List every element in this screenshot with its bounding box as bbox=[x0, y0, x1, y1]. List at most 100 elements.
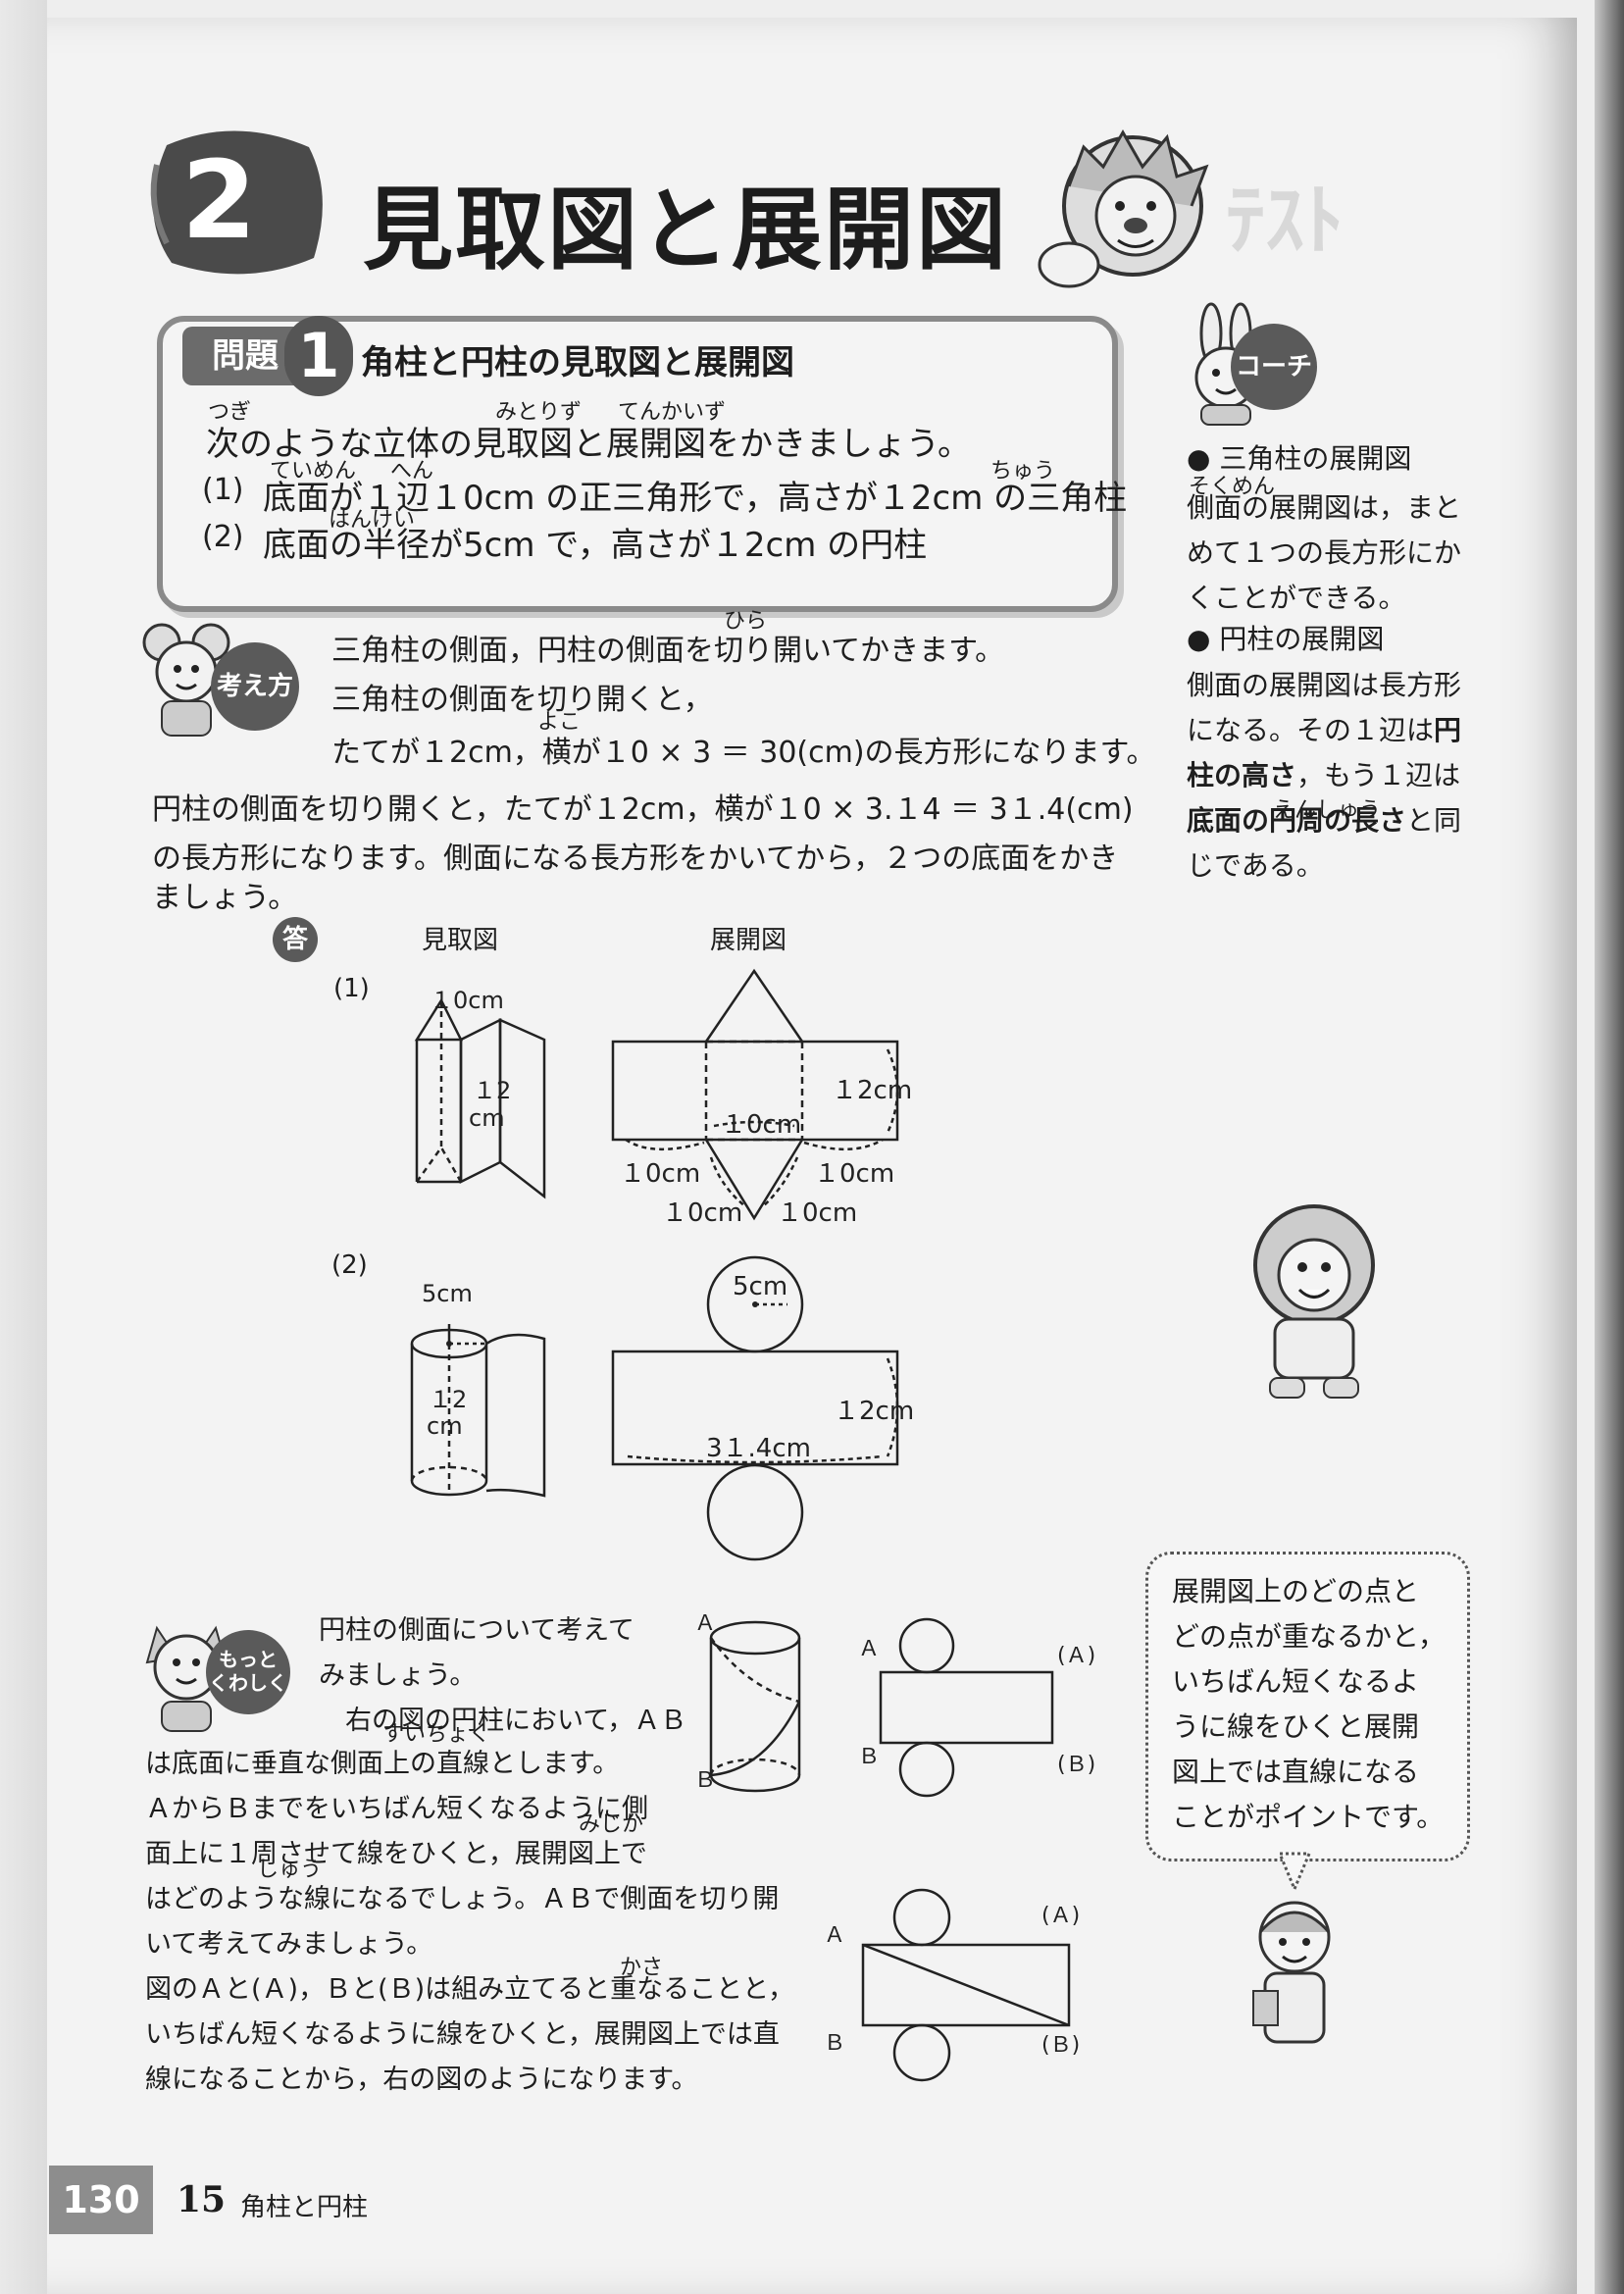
motto-line: 図のＡと(Ａ)，Ｂと(Ｂ)は組み立てると重なることと， bbox=[145, 1974, 795, 2005]
hint-line: いちばん短くなるよ bbox=[1172, 1665, 1420, 1698]
coach-para-2-line: になる。その１辺は円 bbox=[1187, 708, 1461, 753]
coach-text: ，もう１辺は bbox=[1296, 759, 1461, 791]
cylinder-center-dot bbox=[446, 1341, 452, 1347]
motto-line: いて考えてみましょう。 bbox=[145, 1929, 433, 1960]
coach-text-bold: 底面の円周の長さ bbox=[1187, 804, 1407, 837]
hint-text: 展開図上のどの点と どの点が重なるかと， いちばん短くなるよ うに線をひくと展開… bbox=[1172, 1569, 1446, 1840]
motto-badge-line-2: くわしく bbox=[209, 1671, 287, 1695]
motto-line: 面上に１周させて線をひくと，展開図上で bbox=[145, 1839, 647, 1869]
motto-net-1 bbox=[879, 1617, 1054, 1798]
ruby-enshuu: えんしゅう bbox=[1273, 798, 1382, 823]
coach-text-bold: 柱の高さ bbox=[1187, 759, 1297, 791]
coach-text: になる。その１辺は bbox=[1187, 714, 1435, 746]
prism-sketch bbox=[414, 997, 546, 1199]
coach-para-2-line: じである。 bbox=[1187, 849, 1324, 882]
answer-col-tenkaizu: 展開図 bbox=[710, 926, 787, 955]
kangaekata-line-6: ましょう。 bbox=[152, 881, 298, 915]
coach-text: と同 bbox=[1406, 804, 1462, 837]
cylinder-net bbox=[611, 1255, 899, 1561]
motto-line: いちばん短くなるように線をひくと，展開図上では直 bbox=[145, 2019, 780, 2050]
ruby-teimen: ていめん bbox=[270, 459, 357, 484]
answer-col-mitorizu: 見取図 bbox=[422, 926, 499, 955]
net-bottom-left-label: １0cm bbox=[620, 1159, 700, 1189]
net1-point-pB: (Ｂ) bbox=[1057, 1753, 1095, 1777]
answer-badge: 答 bbox=[273, 917, 318, 962]
cyl-point-A: Ａ bbox=[694, 1611, 716, 1636]
ruby-yoko: よこ bbox=[537, 710, 582, 735]
net-tri-right-label: １0cm bbox=[777, 1198, 857, 1228]
ruby-tenkaizu: てんかいず bbox=[618, 400, 727, 425]
net-middle-label: １0cm bbox=[721, 1110, 801, 1140]
coach-para-2-line: 柱の高さ，もう１辺は bbox=[1187, 753, 1461, 798]
page-edge-shadow bbox=[1595, 0, 1624, 2294]
problem-number: 1 bbox=[284, 316, 353, 396]
net2-point-B: Ｂ bbox=[824, 2031, 845, 2056]
net-tri-left-label: １0cm bbox=[662, 1198, 742, 1228]
section-number: 2 bbox=[181, 137, 257, 263]
motto-line: 右の図の円柱において，ＡＢ bbox=[319, 1706, 687, 1736]
mouse-illustration bbox=[142, 623, 230, 737]
motto-line: はどのような線になるでしょう。ＡＢで側面を切り開 bbox=[145, 1884, 780, 1914]
hint-speech-bubble bbox=[1145, 1552, 1470, 1861]
page-title: 見取図と展開図 bbox=[363, 178, 1009, 282]
page-number: 130 bbox=[49, 2166, 153, 2234]
lion-mascot-illustration bbox=[1253, 1204, 1375, 1399]
net1-point-A: Ａ bbox=[858, 1637, 880, 1661]
cylinder-height-label-1: １2 bbox=[429, 1386, 467, 1413]
ruby-mijika: みじか bbox=[579, 1812, 644, 1837]
problem-title: 角柱と円柱の見取図と展開図 bbox=[361, 343, 794, 382]
faded-deco-text: ﾃｽﾄ bbox=[1226, 175, 1344, 266]
coach-heading-1: ● 三角柱の展開図 bbox=[1187, 442, 1412, 475]
coach-para-2: 側面の展開図は長方形 になる。その１辺は円 柱の高さ，もう１辺は 底面の円周の長… bbox=[1187, 663, 1461, 889]
problem-item2-num: (2) bbox=[202, 520, 244, 554]
motto-line: 線になることから，右の図のようになります。 bbox=[145, 2065, 698, 2095]
kangaekata-line-5: の長方形になります。側面になる長方形をかいてから，２つの底面をかき bbox=[152, 841, 1119, 876]
cat-illustration bbox=[145, 1625, 228, 1732]
ruby-hira: ひら bbox=[724, 609, 768, 634]
ruby-sokumen: そくめん bbox=[1189, 475, 1276, 499]
page-gutter bbox=[0, 0, 47, 2294]
ruby-kasa: かさ bbox=[620, 1956, 664, 1980]
net-cyl-height-label: １2cm bbox=[834, 1397, 914, 1426]
net2-point-pB: (Ｂ) bbox=[1041, 2033, 1080, 2058]
coach-heading-2: ● 円柱の展開図 bbox=[1187, 623, 1385, 655]
coach-para-1-line: 側面の展開図は，まと bbox=[1187, 491, 1462, 524]
figure-2-cylinder: 5cm １2 cm 5cm １2cm 3１.4cm bbox=[410, 1255, 914, 1561]
kangaekata-line-1: 三角柱の側面，円柱の側面を切り開いてかきます。 bbox=[331, 634, 1005, 668]
ruby-chuu: ちゅう bbox=[990, 459, 1056, 484]
problem-intro: 次のような立体の見取図と展開図をかきましょう。 bbox=[206, 425, 971, 464]
hint-line: ことがポイントです。 bbox=[1172, 1801, 1445, 1833]
motto-net-answer-figure: Ａ Ｂ (Ａ) (Ｂ) bbox=[824, 1888, 1080, 2082]
ruby-suichoku: すいちょく bbox=[382, 1722, 491, 1747]
ruby-shuu: しゅう bbox=[257, 1858, 323, 1882]
motto-text-body: は底面に垂直な側面上の直線とします。 ＡからＢまでをいちばん短くなるように側 面… bbox=[145, 1742, 794, 2103]
kangaekata-badge: 考え方 bbox=[211, 642, 299, 731]
cyl-point-B: Ｂ bbox=[694, 1768, 716, 1793]
problem-item1: 底面が１辺１0cm の正三角形で，高さが１2cm の三角柱 bbox=[263, 479, 1128, 518]
problem-item2: 底面の半径が5cm で，高さが１2cm の円柱 bbox=[263, 526, 928, 565]
lion-illustration bbox=[1038, 128, 1209, 288]
answer-label-1: (1) bbox=[333, 974, 370, 1003]
chapter-number: 15 bbox=[177, 2179, 227, 2220]
section-number-brush bbox=[150, 130, 323, 275]
figure-1-triangular-prism: １0cm １2 cm １2cm １0cm １0cm １0cm １0cm １0cm bbox=[414, 968, 912, 1228]
hint-line: 展開図上のどの点と bbox=[1172, 1575, 1420, 1607]
net-cyl-width-label: 3１.4cm bbox=[706, 1434, 811, 1463]
net-bottom-right-label: １0cm bbox=[814, 1159, 894, 1189]
coach-badge: コーチ bbox=[1231, 324, 1317, 410]
teacher-illustration bbox=[1252, 1901, 1331, 2044]
kangaekata-line-4: 円柱の側面を切り開くと，たてが１2cm，横が１0 × 3.１4 ＝ 3１.4(c… bbox=[152, 792, 1134, 827]
motto-line: は底面に垂直な側面上の直線とします。 bbox=[145, 1749, 620, 1779]
kangaekata-line-2: 三角柱の側面を切り開くと， bbox=[331, 683, 713, 717]
prism-net bbox=[611, 968, 899, 1221]
net2-point-pA: (Ａ) bbox=[1041, 1904, 1080, 1928]
hint-line: 図上では直線になる bbox=[1172, 1756, 1420, 1788]
coach-para-2-line: 側面の展開図は長方形 bbox=[1187, 669, 1462, 701]
coach-para-1: 側面の展開図は，まと めて１つの長方形にか くことができる。 bbox=[1187, 485, 1461, 621]
ruby-mitorizu: みとりず bbox=[495, 400, 583, 425]
cylinder-sketch bbox=[410, 1324, 546, 1498]
prism-top-label: １0cm bbox=[430, 987, 504, 1014]
answer-label-2: (2) bbox=[331, 1250, 368, 1280]
cylinder-height-label-2: cm bbox=[427, 1412, 463, 1440]
net-circle-center-dot bbox=[752, 1301, 758, 1307]
